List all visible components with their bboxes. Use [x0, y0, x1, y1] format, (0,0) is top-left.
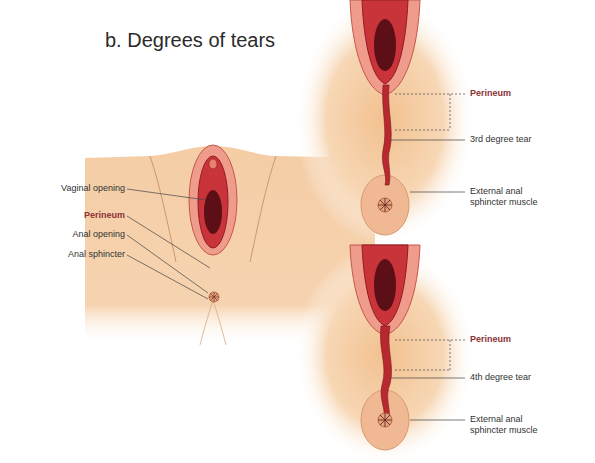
tear-label: 3rd degree tear — [470, 134, 532, 145]
diagram-title: b. Degrees of tears — [105, 28, 275, 52]
part-label: External anal sphincter muscle — [470, 186, 550, 208]
tear-label: 4th degree tear — [470, 372, 531, 383]
part-label: Vaginal opening — [61, 183, 125, 194]
part-label: External anal sphincter muscle — [470, 414, 550, 436]
part-label: Anal sphincter — [68, 249, 125, 260]
region-label: Perineum — [470, 334, 511, 345]
region-label: Perineum — [84, 210, 125, 221]
part-label: Anal opening — [72, 229, 125, 240]
region-label: Perineum — [470, 88, 511, 99]
fourth-degree-figure — [295, 245, 475, 463]
third-degree-figure — [295, 0, 475, 245]
